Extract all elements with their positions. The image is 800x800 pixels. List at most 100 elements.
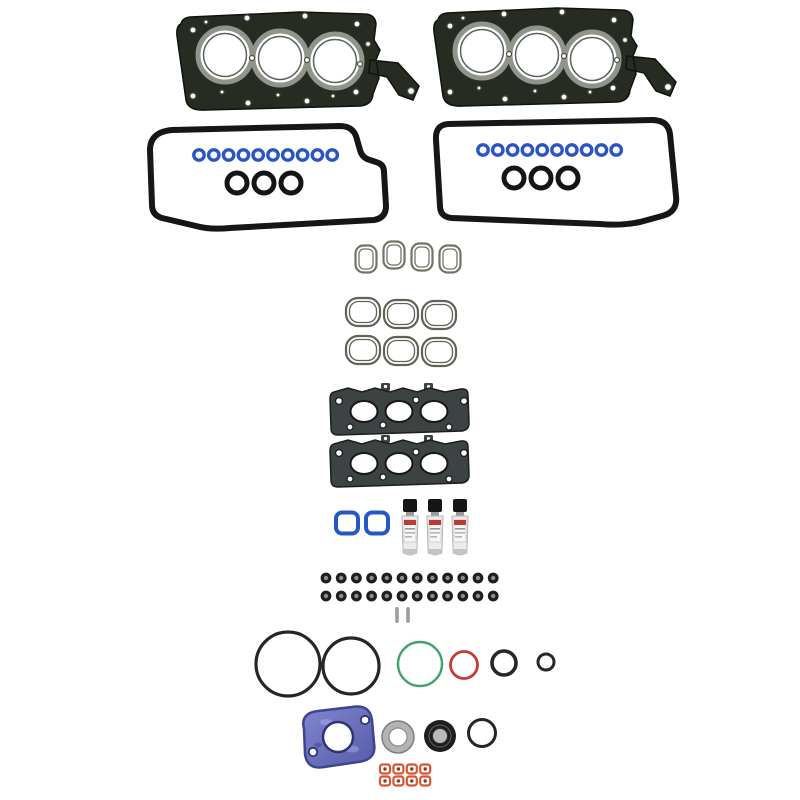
- valve-stem-seal-center: [460, 575, 465, 581]
- exhaust-manifold-gasket-1: [329, 382, 470, 436]
- valve-cover-gasket-left: [147, 123, 389, 232]
- valve-stem-seal-center: [445, 575, 450, 581]
- injector-seal: [419, 775, 432, 787]
- bolt-hole: [532, 88, 538, 94]
- cylinder-bore: [195, 25, 255, 85]
- intake-port-gasket: [382, 335, 420, 367]
- shaft-seal-gray: [381, 720, 415, 754]
- small-frame-gasket-inner: [386, 244, 402, 266]
- small-frame-gasket-inner: [358, 248, 374, 270]
- coolant-passage-gasket: [364, 510, 390, 536]
- hg-left-bores: [195, 25, 365, 91]
- valve-stem-seal-center: [369, 575, 374, 581]
- blue-squares: [334, 510, 390, 536]
- oring-small-black: [536, 652, 556, 672]
- exhaust-manifold-gasket-2: [329, 434, 470, 488]
- valve-stem-seal-center: [475, 575, 481, 581]
- cam-seal: [224, 170, 250, 196]
- spark-plug-tube-seal: [490, 143, 505, 157]
- bolt-hole: [359, 714, 371, 726]
- sealant-tube-3: [451, 498, 469, 556]
- bolt-hole: [243, 14, 251, 22]
- valve-stem-seal-center: [430, 593, 435, 599]
- cylinder-bore-ring: [312, 38, 358, 84]
- injector-seal: [419, 763, 432, 775]
- seal-bore: [388, 727, 408, 747]
- intake-port-gasket: [344, 334, 382, 366]
- intake-port-gasket-inner: [348, 338, 378, 362]
- spark-plug-tube-seal: [221, 148, 236, 162]
- cylinder-bore: [452, 21, 512, 81]
- intake-port-gasket-inner: [424, 303, 454, 327]
- bolt-hole: [203, 19, 209, 25]
- oring-large-2: [321, 636, 381, 696]
- injector-seal-hole: [396, 779, 401, 783]
- cam-seal: [501, 165, 527, 191]
- metal-texture: [314, 742, 322, 748]
- port-gaskets: [344, 296, 458, 368]
- spark-plug-tube-seal: [266, 148, 280, 162]
- valve-stem-seal-center: [399, 575, 405, 581]
- valve-stem-seal-center: [369, 593, 374, 599]
- cylinder-bore: [562, 29, 622, 89]
- seal-ring: [428, 724, 452, 748]
- spark-plug-tube-seal: [280, 148, 295, 162]
- oring-red: [449, 650, 479, 680]
- intake-port-gasket: [420, 299, 458, 331]
- bolt-hole: [189, 92, 197, 100]
- hg-left-holes: [189, 12, 416, 107]
- bolt-hole: [248, 54, 256, 62]
- small-frame-gasket-inner: [442, 248, 458, 270]
- dowel-pin: [406, 607, 410, 623]
- valve-stem-seal-center: [323, 593, 329, 599]
- cylinder-bore-ring: [202, 32, 248, 78]
- injector-seal: [392, 775, 405, 787]
- oring-medium-black: [490, 649, 518, 677]
- cylinder-bore: [305, 31, 365, 91]
- valve-stem-seal-center: [460, 593, 465, 599]
- bolt-hole: [356, 60, 364, 68]
- sealant-tubes: [401, 498, 469, 556]
- bolt-hole: [364, 40, 372, 48]
- valve-stem-seal-center: [384, 575, 389, 581]
- valve-stem-seal-center: [415, 575, 420, 581]
- vc-right-grommets: [476, 143, 624, 157]
- cylinder-bore: [507, 25, 567, 85]
- bolt-hole: [500, 10, 508, 18]
- injector-seal: [405, 775, 418, 787]
- vc-right-cam-seals: [501, 165, 581, 191]
- injector-seal-hole: [423, 779, 427, 783]
- spark-plug-tube-seal: [476, 143, 490, 157]
- vc-left-grommets: [192, 148, 340, 162]
- bolt-hole: [352, 88, 360, 96]
- valve-stem-seal-center: [430, 575, 435, 581]
- bolt-hole: [301, 12, 309, 20]
- oring-green: [396, 640, 444, 688]
- valve-stem-seal-center: [491, 593, 496, 599]
- valve-stem-seal-center: [384, 593, 389, 599]
- valve-seals: [320, 572, 499, 602]
- bolt-hole: [244, 99, 252, 107]
- valve-stem-seal-center: [475, 593, 481, 599]
- dowel-pins: [395, 607, 410, 623]
- valve-cover-outline: [147, 123, 389, 232]
- injector-seal: [405, 763, 418, 775]
- spark-plug-tube-seal: [535, 143, 550, 157]
- oring-bottom-row: [467, 718, 497, 748]
- spark-plug-tube-seal: [579, 143, 594, 157]
- intake-port-gasket-inner: [348, 300, 378, 324]
- spark-plug-tube-seal: [251, 148, 266, 162]
- intake-port-gasket: [382, 298, 420, 330]
- oring-row: [254, 630, 556, 698]
- cam-seal: [528, 165, 554, 191]
- injector-seal: [378, 775, 392, 787]
- bolt-hole: [587, 89, 593, 95]
- valve-stem-seal-center: [323, 575, 329, 581]
- bolt-hole: [219, 89, 225, 95]
- valve-cover-outline: [432, 117, 680, 228]
- coolant-passage-gasket: [334, 510, 360, 536]
- spark-plug-tube-seal: [550, 143, 564, 157]
- cylinder-bore-ring: [459, 28, 505, 74]
- valve-stem-seal-center: [354, 575, 359, 581]
